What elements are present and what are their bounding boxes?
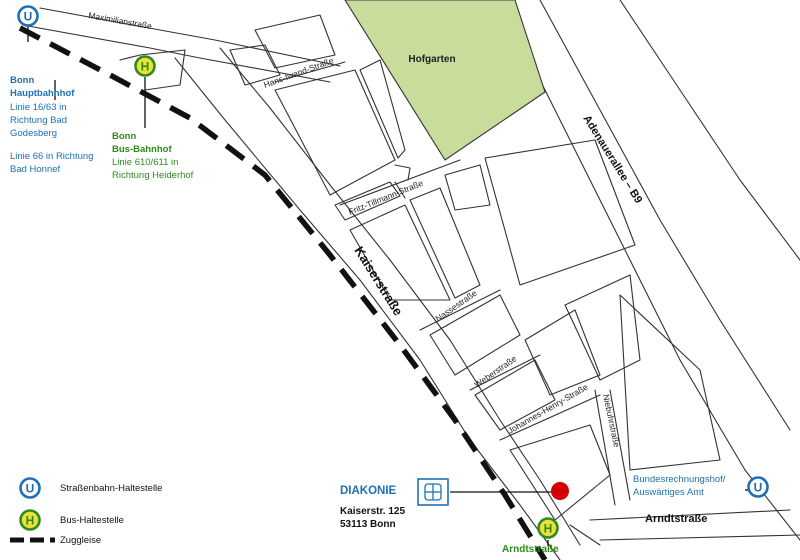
bus-stop-icon-arndtstrasse: H: [537, 517, 559, 539]
tram-stop-icon-hbf: U: [17, 5, 39, 27]
street-label-adenauerallee: Adenauerallee – B9: [580, 113, 644, 205]
diakonie-cross-logo-icon: [417, 478, 449, 506]
bundesrechnungshof-line-1: Bundesrechnungshof/: [633, 474, 726, 485]
busbahnhof-line-2: Richtung Heiderhof: [112, 170, 194, 181]
hbf-line-2: Richtung Bad: [10, 115, 68, 126]
hbf-line-4: Linie 66 in Richtung: [10, 151, 94, 162]
tram-stop-icon-legend: U: [19, 477, 41, 499]
hofgarten-park: [344, 0, 546, 161]
hbf-line-3: Godesberg: [10, 128, 58, 139]
svg-text:H: H: [141, 60, 150, 74]
busbahnhof-title-2: Bus-Bahnhof: [112, 144, 172, 155]
diakonie-street: Kaiserstr. 125: [340, 506, 406, 517]
hofgarten-label: Hofgarten: [408, 54, 455, 65]
street-label-nassestrasse: Nassestraße: [433, 288, 478, 324]
busbahnhof-title-1: Bonn: [112, 131, 137, 142]
legend-rail-label: Zuggleise: [60, 535, 102, 546]
busbahnhof-line-1: Linie 610/611 in: [112, 157, 179, 168]
bundesrechnungshof-line-2: Auswärtiges Amt: [633, 487, 704, 498]
svg-text:H: H: [26, 514, 35, 528]
street-label-kaiserstrasse: Kaiserstraße: [351, 244, 405, 319]
svg-text:U: U: [754, 481, 763, 495]
svg-text:U: U: [24, 10, 33, 24]
hbf-title-1: Bonn: [10, 75, 35, 86]
svg-text:U: U: [26, 482, 35, 496]
legend-bus-label: Bus-Haltestelle: [60, 515, 124, 526]
road-network: [27, 0, 800, 560]
arndtstrasse-stop-label: Arndtstraße: [502, 544, 559, 555]
diakonie-name: DIAKONIE: [340, 485, 397, 497]
destination-marker[interactable]: [551, 482, 569, 500]
hbf-line-5: Bad Honnef: [10, 164, 61, 175]
legend-tram-label: Straßenbahn-Haltestelle: [60, 483, 163, 494]
street-label-maximilianstrasse: Maximilianstraße: [88, 10, 153, 31]
street-label-arndtstrasse: Arndtstraße: [645, 513, 707, 525]
street-label-weberstrasse: Weberstraße: [472, 353, 518, 389]
diakonie-city: 53113 Bonn: [340, 519, 396, 530]
hbf-title-2: Hauptbahnhof: [10, 88, 75, 99]
svg-text:H: H: [544, 522, 553, 536]
tram-stop-icon-bundesrechnungshof: U: [747, 476, 769, 498]
bus-stop-icon-legend: H: [19, 509, 41, 531]
bus-stop-icon-busbahnhof: H: [134, 55, 156, 77]
hbf-line-1: Linie 16/63 in: [10, 102, 67, 113]
railway-track: [18, 25, 548, 560]
